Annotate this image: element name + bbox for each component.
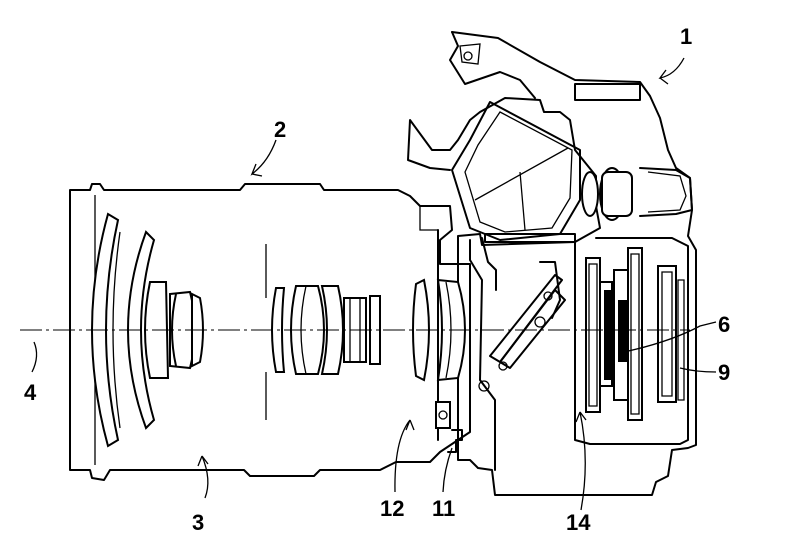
camera-body xyxy=(408,32,696,495)
leader-3 xyxy=(198,456,208,498)
mount-contacts xyxy=(436,402,462,452)
leader-lines xyxy=(32,58,716,510)
reflex-mirror xyxy=(479,262,565,391)
label-1: 1 xyxy=(680,24,692,49)
leader-6 xyxy=(624,322,716,352)
label-3: 3 xyxy=(192,510,204,535)
label-4: 4 xyxy=(24,380,37,405)
sensor-unit xyxy=(586,248,684,420)
label-2: 2 xyxy=(274,117,286,142)
leader-11 xyxy=(443,448,452,492)
leader-12 xyxy=(395,420,414,492)
reference-labels: 1 2 3 4 6 9 12 11 14 xyxy=(24,24,730,535)
label-6: 6 xyxy=(718,312,730,337)
label-12: 12 xyxy=(380,496,404,521)
label-11: 11 xyxy=(432,496,455,521)
leader-1 xyxy=(660,58,684,84)
leader-4 xyxy=(32,342,37,372)
label-14: 14 xyxy=(566,510,591,535)
label-9: 9 xyxy=(718,360,730,385)
leader-2 xyxy=(252,140,276,176)
leader-9 xyxy=(680,368,716,372)
leader-14 xyxy=(576,412,586,510)
